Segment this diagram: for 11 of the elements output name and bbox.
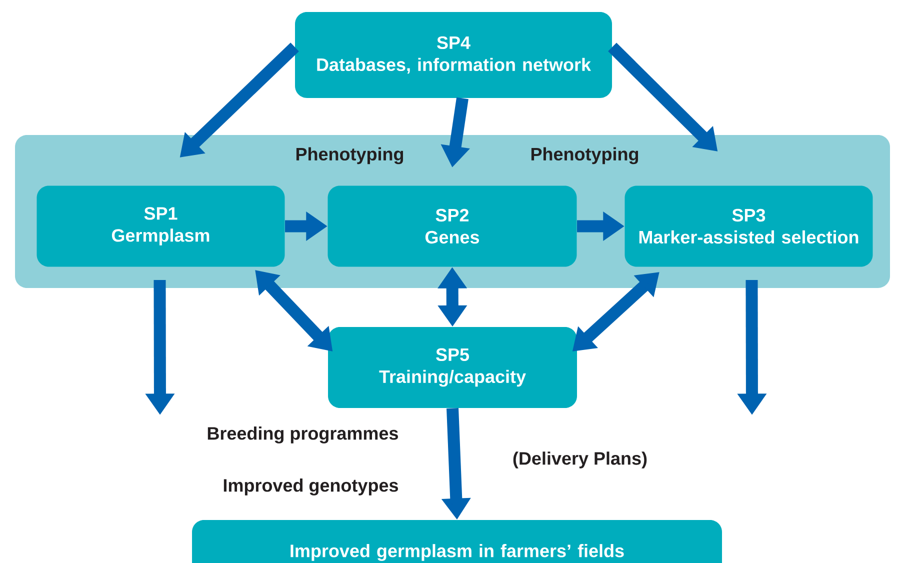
note-label: Breeding programmes <box>208 426 398 444</box>
note-label: (Delivery Plans) <box>513 452 647 468</box>
process-box: Improved germplasm in farmers’ fields <box>192 520 722 563</box>
band-label: Phenotyping <box>296 147 404 164</box>
process-box: SP3 Marker-assisted selection <box>624 186 873 267</box>
process-box: SP2 Genes <box>328 186 577 267</box>
process-box: SP4 Databases, information network <box>295 12 612 98</box>
band-label: Phenotyping <box>531 147 638 164</box>
process-box: SP5 Training/capacity <box>328 327 577 408</box>
process-box: SP1 Germplasm <box>36 186 285 267</box>
note-label: Improved genotypes <box>224 478 398 496</box>
